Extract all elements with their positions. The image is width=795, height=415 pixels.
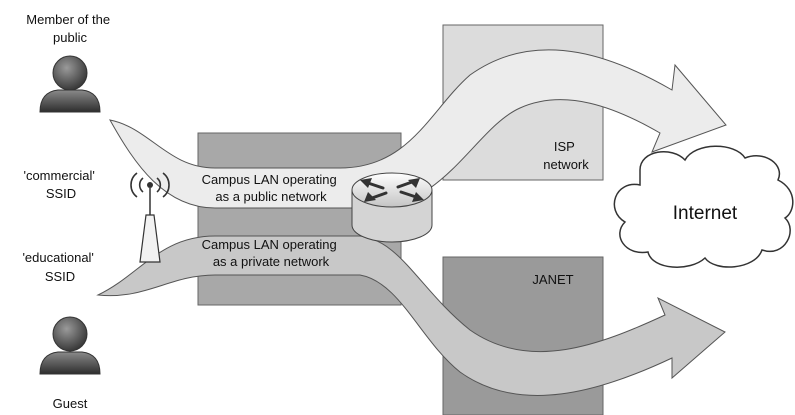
isp-label-line2: network <box>543 157 589 172</box>
person-icon <box>39 316 101 375</box>
guest-label: Guest <box>53 396 88 411</box>
private-network-flow <box>96 235 726 396</box>
campus-private-label-line2: as a private network <box>213 254 330 269</box>
wireless-access-point-icon <box>130 172 170 263</box>
campus-public-label-line2: as a public network <box>215 189 327 204</box>
svg-text:'commercial' SSID: 'commercial' SSID <box>23 168 98 201</box>
isp-label-line1: ISP <box>554 139 575 154</box>
cloud-icon <box>613 145 794 268</box>
janet-label: JANET <box>532 272 573 287</box>
svg-text:Member of the public: Member of the public <box>26 12 113 45</box>
internet-label: Internet <box>673 203 738 224</box>
person-icon <box>39 55 101 113</box>
svg-text:Campus LAN operating as a: Campus LAN operating as a public network <box>202 172 341 204</box>
svg-text:Campus LAN operating as a: Campus LAN operating as a private networ… <box>202 237 341 269</box>
router-icon <box>351 172 433 243</box>
campus-public-label-line1: Campus LAN operating <box>202 172 337 187</box>
svg-text:'educational' SSID: 'educational' SSID <box>22 250 97 284</box>
member-label-line2: public <box>53 30 87 45</box>
educational-ssid-label-line2: SSID <box>45 269 75 284</box>
member-label-line1: Member of the <box>26 12 110 27</box>
commercial-ssid-label-line2: SSID <box>46 186 76 201</box>
svg-text:ISP network: ISP network <box>543 139 589 172</box>
educational-ssid-label-line1: 'educational' <box>22 250 93 265</box>
campus-private-label-line1: Campus LAN operating <box>202 237 337 252</box>
commercial-ssid-label-line1: 'commercial' <box>23 168 94 183</box>
